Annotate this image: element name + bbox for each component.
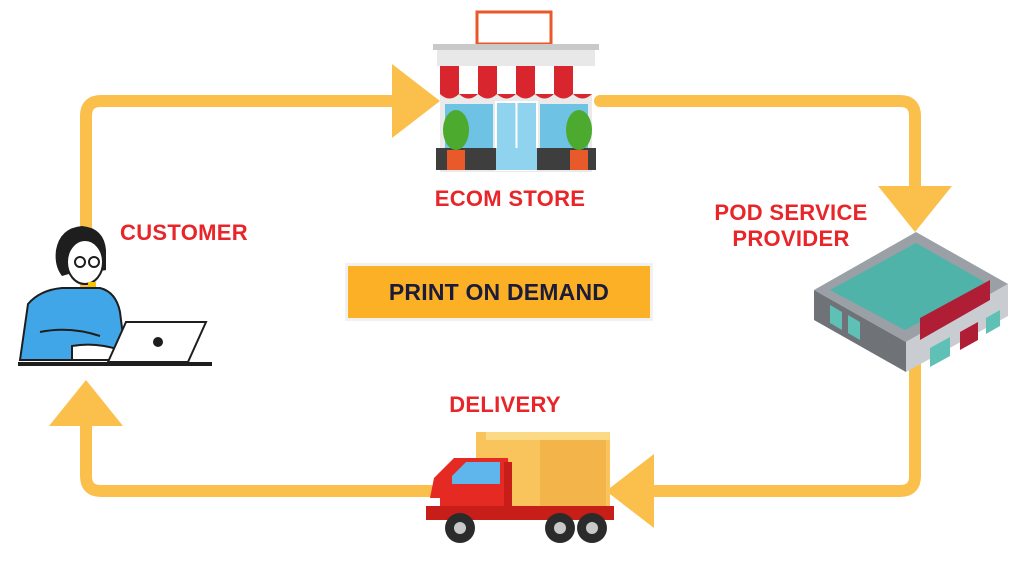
flow-delivery-to-customer	[80, 406, 436, 497]
pod-label-line-2: PROVIDER	[732, 226, 850, 251]
flow-loop	[80, 95, 921, 497]
flow-customer-to-store	[80, 95, 426, 336]
store-icon	[433, 10, 599, 172]
arrowhead-down	[878, 186, 952, 232]
warehouse-icon	[814, 232, 1008, 372]
flow-arrowheads	[49, 64, 952, 528]
arrowhead-right	[392, 64, 440, 138]
delivery-truck-icon	[426, 432, 614, 543]
pod-label-line-1: POD SERVICE	[714, 200, 868, 225]
customer-label: CUSTOMER	[120, 220, 248, 245]
arrowhead-left	[606, 454, 654, 528]
delivery-label: DELIVERY	[449, 392, 561, 417]
flow-store-to-pod	[594, 95, 921, 202]
ecom-store-label: ECOM STORE	[434, 186, 586, 211]
pod-service-provider-label: POD SERVICE PROVIDER	[686, 200, 896, 252]
customer-laptop-icon	[18, 226, 212, 366]
flow-pod-to-delivery	[614, 344, 921, 497]
center-title-box: PRINT ON DEMAND	[348, 266, 650, 318]
diagram-title: PRINT ON DEMAND	[388, 278, 610, 305]
arrowhead-up	[49, 380, 123, 426]
